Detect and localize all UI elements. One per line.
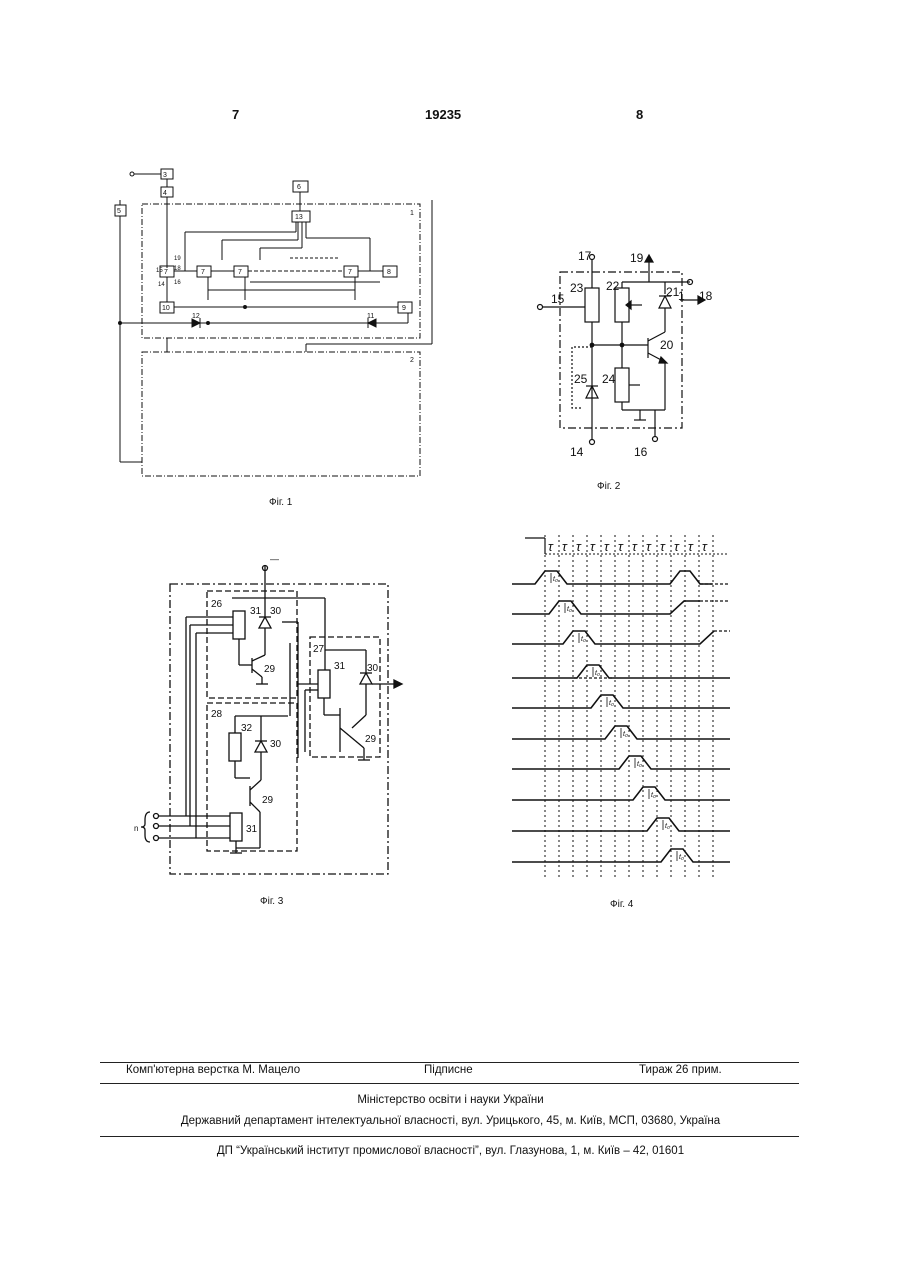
fig1-block-diagram: 3 4 5 6 13 7 7 7 7 8 9 10 11 12 1 2 19 1… xyxy=(115,169,432,476)
fig3-label-32: 32 xyxy=(241,723,253,734)
fig1-label-11: 11 xyxy=(367,313,374,320)
fig4-t0-8: t₀ xyxy=(651,792,656,799)
fig3-label-26: 26 xyxy=(211,599,223,610)
fig4-tau-6: τ xyxy=(618,539,624,554)
fig2-label-22: 22 xyxy=(606,279,620,293)
fig4-caption: Фіг. 4 xyxy=(610,899,633,910)
fig2-label-16: 16 xyxy=(634,445,648,459)
fig3-label-minus: — xyxy=(270,554,279,564)
fig2-label-20: 20 xyxy=(660,338,674,352)
fig4-t0-10: t₀ xyxy=(679,854,684,861)
fig1-label-18: 18 xyxy=(174,266,181,272)
fig4-t0-5: t₀ xyxy=(609,700,614,707)
fig4-grid xyxy=(545,535,713,877)
fig4-t0-4: t₀ xyxy=(595,670,600,677)
fig2-label-24: 24 xyxy=(602,372,616,386)
footer-rule-top xyxy=(100,1062,799,1063)
fig4-tau-2: τ xyxy=(562,539,568,554)
fig3-label-29a: 29 xyxy=(264,664,276,675)
fig3-label-28: 28 xyxy=(211,709,223,720)
fig4-t0-1: t₀ xyxy=(553,576,558,583)
fig1-label-4: 4 xyxy=(163,190,167,197)
fig1-label-8: 8 xyxy=(387,269,391,276)
fig2-circuit: 17 19 15 23 22 21 1 18 20 25 24 14 16 xyxy=(538,249,713,459)
fig4-tau-7: τ xyxy=(632,539,638,554)
fig4-t0-6: t₀ xyxy=(623,731,628,738)
fig1-label-7d: 7 xyxy=(348,269,352,276)
fig3-label-31c: 31 xyxy=(246,824,258,835)
footer-signed: Підписне xyxy=(424,1064,473,1076)
fig1-label-12: 12 xyxy=(192,313,200,320)
fig3-label-30c: 30 xyxy=(270,739,282,750)
fig2-label-25: 25 xyxy=(574,372,588,386)
fig2-label-23: 23 xyxy=(570,281,584,295)
fig3-label-27: 27 xyxy=(313,644,325,655)
fig3-label-n: n xyxy=(134,824,138,833)
fig4-tau-5: τ xyxy=(604,539,610,554)
fig1-label-10: 10 xyxy=(162,305,170,312)
fig4-tau-9: τ xyxy=(660,539,666,554)
fig4-timing-diagram: τ τ τ τ τ τ τ τ τ τ τ τ xyxy=(512,535,730,877)
fig1-label-1: 1 xyxy=(410,210,414,217)
fig4-t0-9: t₀ xyxy=(665,823,670,830)
fig3-label-31a: 31 xyxy=(250,606,262,617)
footer-rule-middle xyxy=(100,1083,799,1084)
fig4-tau-3: τ xyxy=(576,539,582,554)
fig1-label-7c: 7 xyxy=(238,269,242,276)
fig4-tau-10: τ xyxy=(674,539,680,554)
footer-institute: ДП “Український інститут промислової вла… xyxy=(0,1145,901,1157)
fig1-label-7a: 7 xyxy=(164,269,168,276)
fig2-label-17: 17 xyxy=(578,249,592,263)
fig4-tau-11: τ xyxy=(688,539,694,554)
fig2-label-19: 19 xyxy=(630,251,644,265)
fig1-label-19: 19 xyxy=(174,256,181,262)
fig4-t0-3: t₀ xyxy=(581,636,586,643)
fig4-t0-7: t₀ xyxy=(637,761,642,768)
fig3-label-30a: 30 xyxy=(270,606,282,617)
fig1-label-9: 9 xyxy=(402,305,406,312)
fig1-label-14: 14 xyxy=(158,282,165,288)
fig3-label-29c: 29 xyxy=(262,795,274,806)
fig1-label-16: 16 xyxy=(174,280,181,286)
fig1-label-6: 6 xyxy=(297,184,301,191)
fig1-label-5: 5 xyxy=(117,208,121,215)
fig2-caption: Фіг. 2 xyxy=(597,481,620,492)
fig4-tau-4: τ xyxy=(590,539,596,554)
fig4-tau-12: τ xyxy=(702,539,708,554)
fig1-label-2: 2 xyxy=(410,357,414,364)
fig1-label-7b: 7 xyxy=(201,269,205,276)
fig2-label-18: 18 xyxy=(699,289,713,303)
footer-rule-bottom xyxy=(100,1136,799,1137)
footer-layout-credit: Комп'ютерна верстка М. Мацело xyxy=(126,1064,300,1076)
fig2-label-15: 15 xyxy=(551,292,565,306)
footer-circulation: Тираж 26 прим. xyxy=(639,1064,722,1076)
fig4-tau-8: τ xyxy=(646,539,652,554)
fig3-circuit: 26 31 30 29 27 31 30 29 28 32 30 29 31 n… xyxy=(134,554,402,874)
fig1-label-13: 13 xyxy=(295,214,303,221)
fig1-caption: Фіг. 1 xyxy=(269,497,292,508)
fig1-label-15: 15 xyxy=(156,268,163,274)
fig3-caption: Фіг. 3 xyxy=(260,896,283,907)
fig1-label-3: 3 xyxy=(163,172,167,179)
footer-department: Державний департамент інтелектуальної вл… xyxy=(0,1115,901,1127)
fig2-label-14: 14 xyxy=(570,445,584,459)
fig3-label-31b: 31 xyxy=(334,661,346,672)
fig3-label-30b: 30 xyxy=(367,663,379,674)
fig4-tau-1: τ xyxy=(548,539,554,554)
fig2-label-1: 1 xyxy=(678,289,685,303)
fig3-label-29b: 29 xyxy=(365,734,377,745)
fig4-t0-2: t₀ xyxy=(567,606,572,613)
footer-ministry: Міністерство освіти і науки України xyxy=(0,1094,901,1106)
